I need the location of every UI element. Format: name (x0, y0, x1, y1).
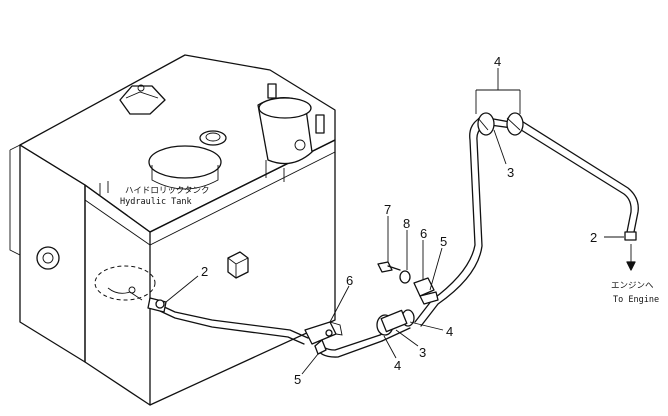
callout-numbers: 2 6 7 8 6 5 4 3 4 5 4 3 2 (201, 54, 597, 387)
callout-2-tank: 2 (201, 264, 208, 279)
callout-6-right: 6 (420, 226, 427, 241)
bolt-washer-clamp (377, 261, 439, 305)
callout-4-top: 4 (494, 54, 501, 69)
callout-4-low: 4 (394, 358, 401, 373)
callout-6-left: 6 (346, 273, 353, 288)
upper-hose-clamps (477, 112, 524, 136)
callout-3-top: 3 (507, 165, 514, 180)
hydraulic-tank: ハイドロリックタンク Hydraulic Tank (9, 54, 336, 406)
callout-7: 7 (384, 202, 391, 217)
tank-label-en: Hydraulic Tank (120, 197, 192, 207)
callout-8: 8 (403, 216, 410, 231)
tank-outlet-fitting (147, 275, 199, 313)
lower-clamp-assembly (304, 321, 343, 355)
callout-5-low: 5 (294, 372, 301, 387)
callout-leaders (301, 68, 636, 375)
callout-3-low: 3 (419, 345, 426, 360)
callout-5-top: 5 (440, 234, 447, 249)
callout-4-mid: 4 (446, 324, 453, 339)
engine-label-jp: エンジンへ (611, 281, 654, 291)
callout-2-engine: 2 (590, 230, 597, 245)
lower-hose-clamps (376, 309, 415, 336)
tank-label-jp: ハイドロリックタンク (125, 186, 210, 196)
engine-label-en: To Engine (613, 295, 659, 305)
engine-label: エンジンへ To Engine (611, 281, 659, 305)
